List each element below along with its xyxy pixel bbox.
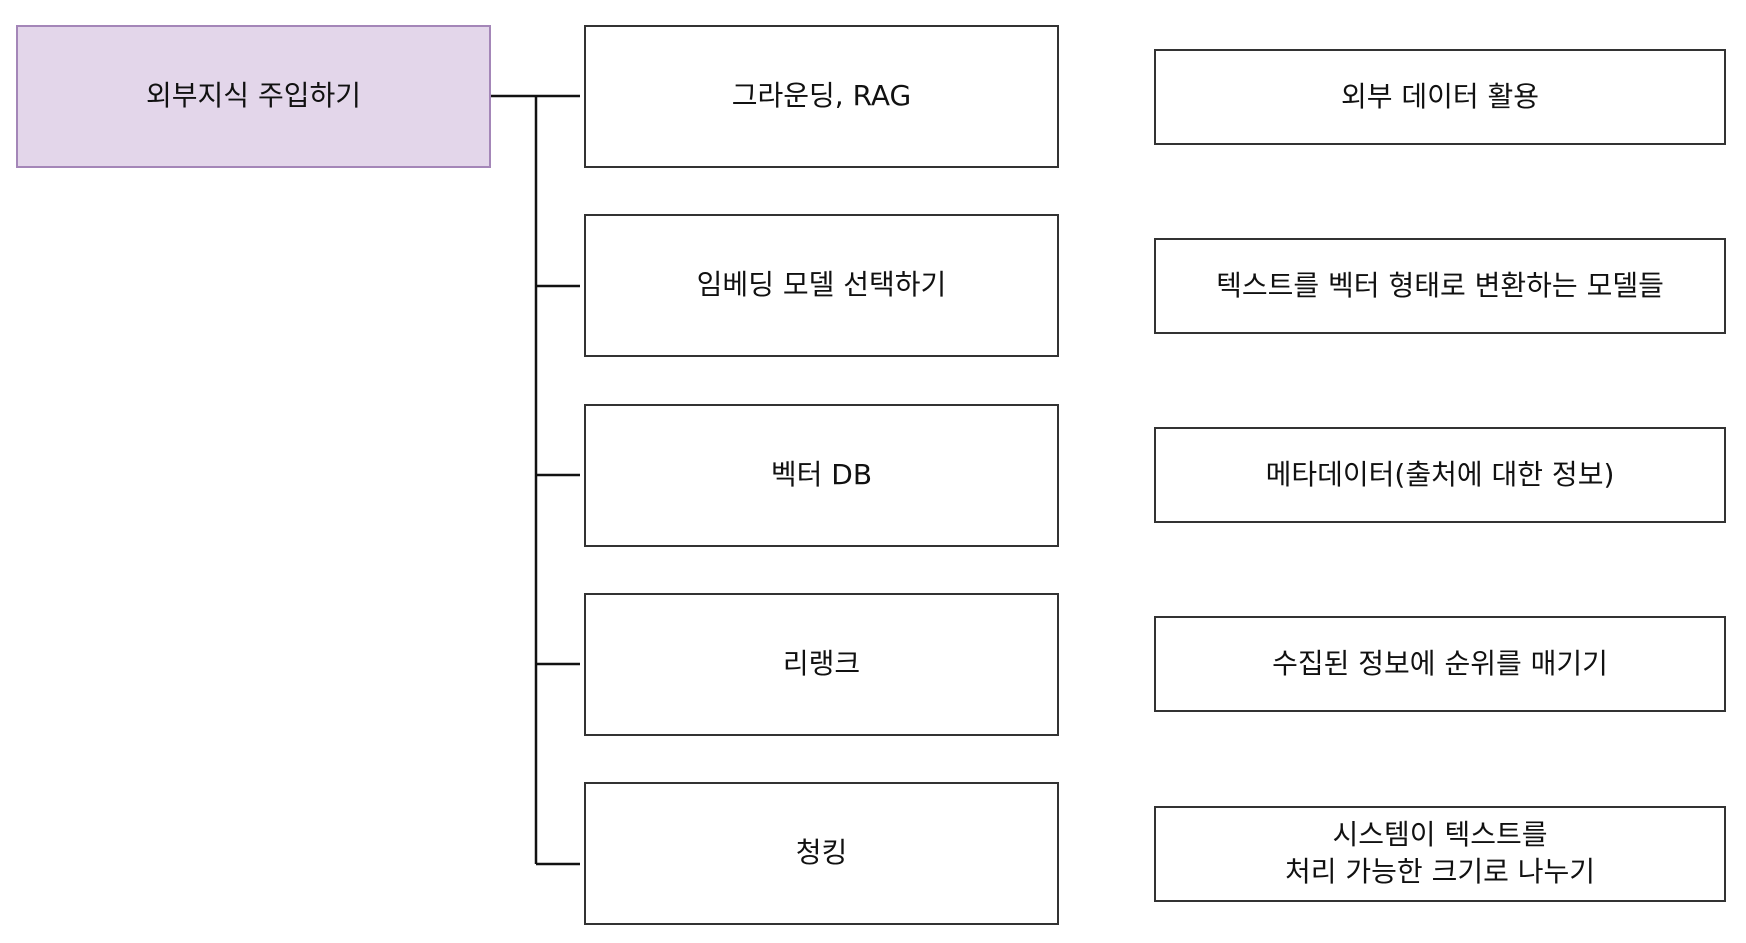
topic-label: 임베딩 모델 선택하기 [696,268,947,302]
topic-label: 리랭크 [782,647,861,681]
topic-label: 청킹 [795,836,848,870]
description-node-chunking: 시스템이 텍스트를 처리 가능한 크기로 나누기 [1154,806,1726,902]
root-node-label: 외부지식 주입하기 [146,79,361,113]
description-node-vector-db: 메타데이터(출처에 대한 정보) [1154,427,1726,523]
description-label: 수집된 정보에 순위를 매기기 [1272,646,1608,680]
topic-node-rerank: 리랭크 [584,593,1059,736]
topic-node-vector-db: 벡터 DB [584,404,1059,547]
description-label: 텍스트를 벡터 형태로 변환하는 모델들 [1216,268,1664,302]
topic-node-grounding-rag: 그라운딩, RAG [584,25,1059,168]
description-label: 외부 데이터 활용 [1340,79,1540,113]
topic-node-chunking: 청킹 [584,782,1059,925]
topic-node-embedding-model: 임베딩 모델 선택하기 [584,214,1059,357]
description-label: 시스템이 텍스트를 처리 가능한 크기로 나누기 [1284,818,1596,888]
topic-label: 그라운딩, RAG [731,79,912,113]
description-label: 메타데이터(출처에 대한 정보) [1265,457,1615,491]
description-node-grounding-rag: 외부 데이터 활용 [1154,49,1726,145]
root-node: 외부지식 주입하기 [16,25,491,168]
topic-label: 벡터 DB [770,458,873,492]
description-node-embedding-model: 텍스트를 벡터 형태로 변환하는 모델들 [1154,238,1726,334]
description-node-rerank: 수집된 정보에 순위를 매기기 [1154,616,1726,712]
